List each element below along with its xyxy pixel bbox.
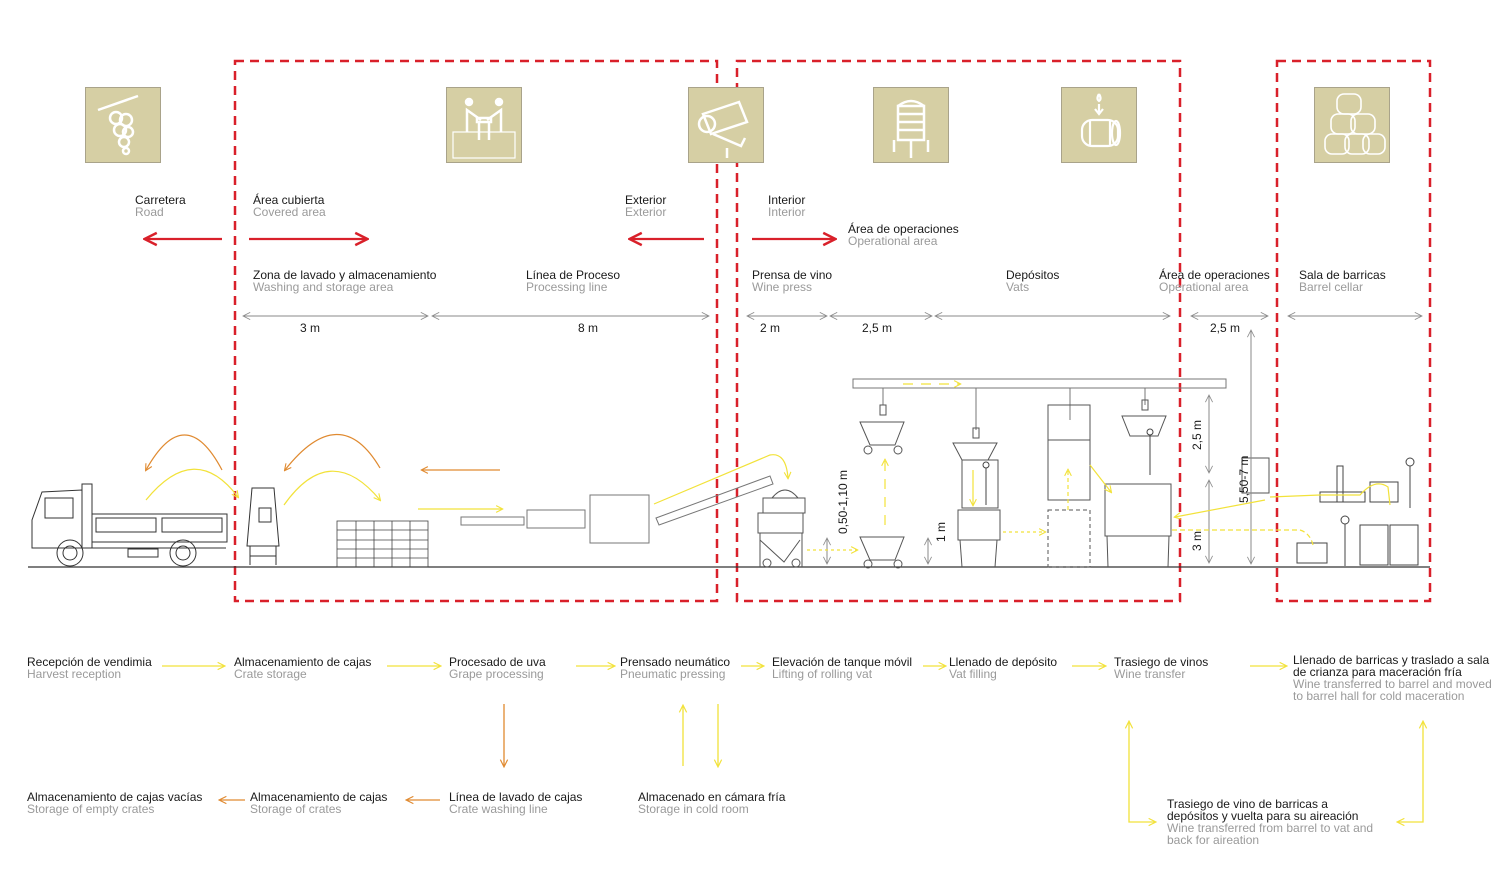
zone-interior-area xyxy=(735,59,1182,603)
zone-covered-area xyxy=(233,59,719,603)
wine-press-drawing xyxy=(757,489,806,568)
vertical-dimensions xyxy=(823,329,1255,565)
grape-bunch-icon xyxy=(85,87,161,163)
vdim-upper: 2,5 m xyxy=(1190,419,1204,450)
section-flow-arrows xyxy=(146,384,1391,550)
zone-borders xyxy=(233,59,1432,603)
crate-lifter-drawing xyxy=(246,487,280,565)
destemmer-icon xyxy=(688,87,764,163)
return-step: Trasiego de vino de barricas a depósitos… xyxy=(1167,797,1374,847)
dim-lift-area: 2,5 m xyxy=(862,321,893,335)
barrels-drawing xyxy=(982,428,1419,566)
vdim-total: 5,50-7 m xyxy=(1237,455,1251,503)
vdim-vat-base: 1 m xyxy=(934,521,948,542)
vdim-lower: 3 m xyxy=(1190,530,1204,551)
barrel-filling-icon xyxy=(1061,87,1137,163)
crate-workers-icon xyxy=(446,87,522,163)
overhead-rail xyxy=(852,378,1227,430)
process-flow-arrows xyxy=(162,666,1423,822)
dim-processing: 8 m xyxy=(578,321,599,335)
dim-washing: 3 m xyxy=(300,321,321,335)
barrel-stack-icon xyxy=(1314,87,1390,163)
tank-icon xyxy=(873,87,949,163)
crate-stack-drawing xyxy=(336,520,429,568)
dim-operations: 2,5 m xyxy=(1210,321,1241,335)
zone-barrel-cellar xyxy=(1275,59,1432,603)
dim-press: 2 m xyxy=(760,321,781,335)
process-step: Llenado de barricas y traslado a sala de… xyxy=(1293,653,1492,703)
truck-drawing xyxy=(31,483,228,567)
processing-line-drawing xyxy=(460,475,774,544)
vdim-lift: 0,50-1,10 m xyxy=(836,469,850,534)
vats-drawing xyxy=(859,399,1270,569)
